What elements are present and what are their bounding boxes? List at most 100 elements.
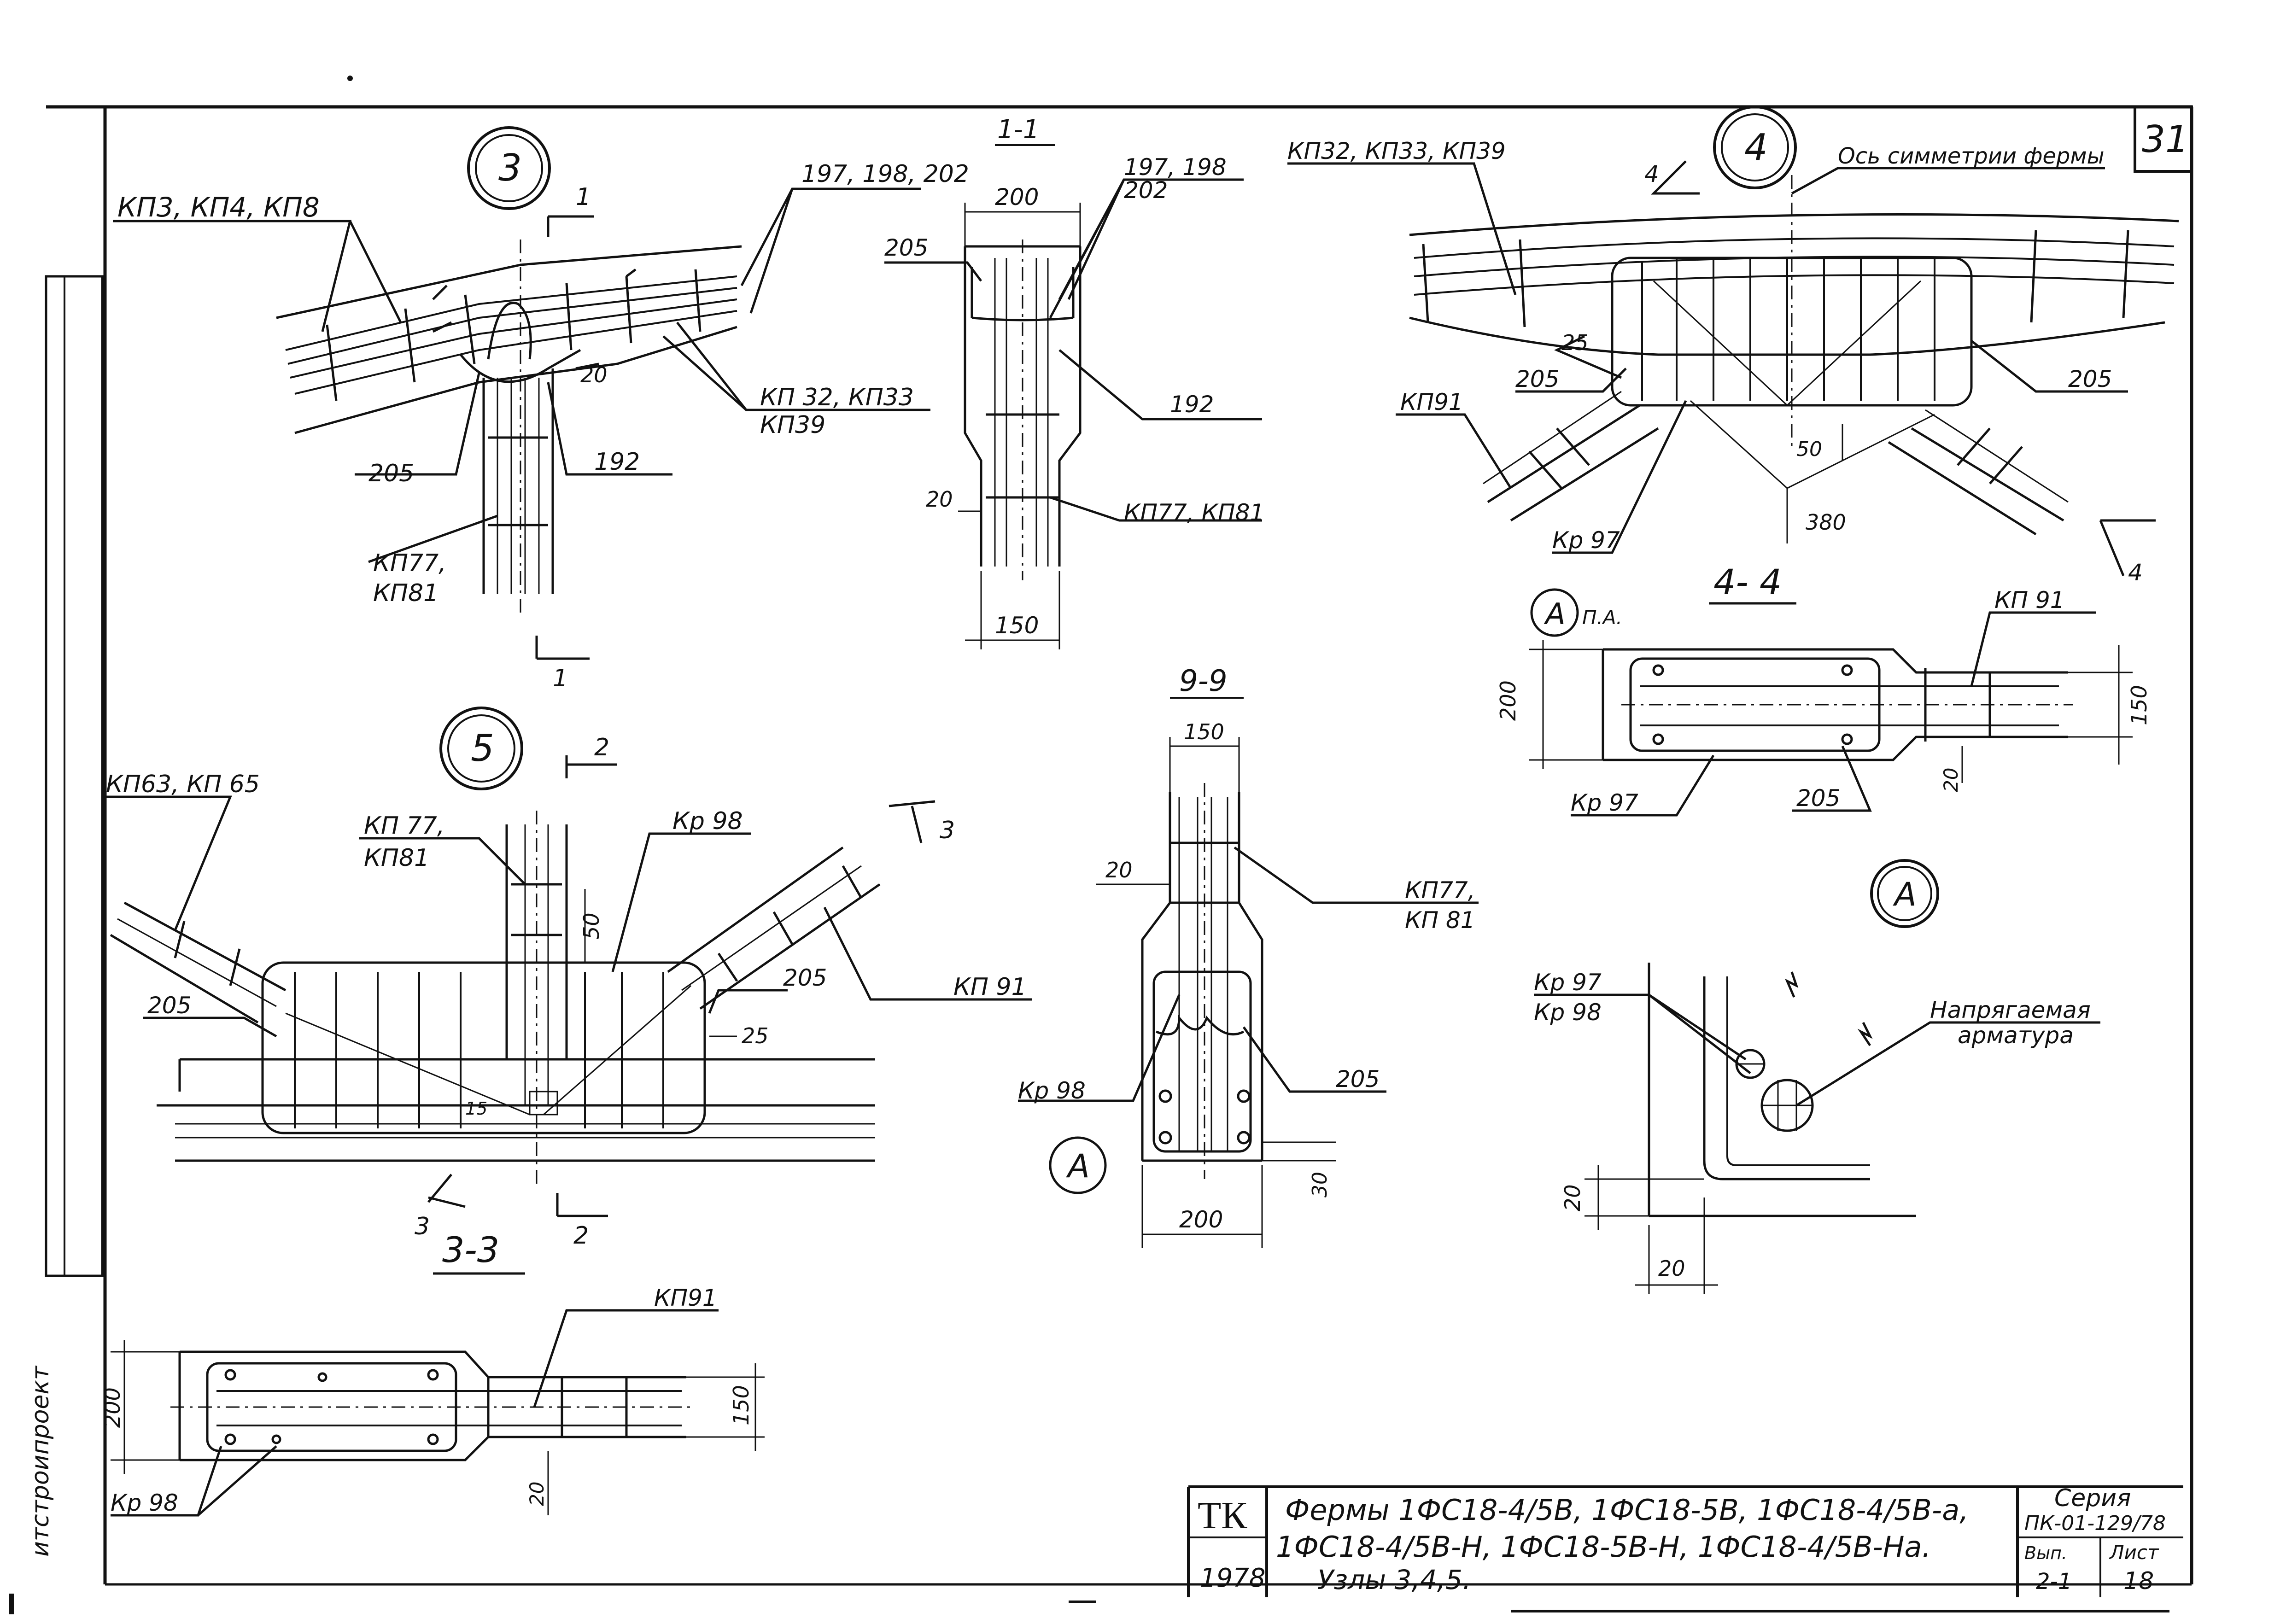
node4-cut-a: 4 [1644,161,1659,187]
label-kp3-kp4-kp8: КП3, КП4, КП8 [117,192,320,223]
node-4-drawing [1287,160,2179,576]
node5-label-kp77: КП 77, [364,812,444,840]
sheet-number: 31 [2142,118,2189,161]
node-3-drawing [113,187,930,660]
node-4-number: 4 [1744,126,1768,169]
node5-dim-50: 50 [579,912,604,940]
node5-label-25: 25 [742,1023,769,1048]
node4-dim-380: 380 [1806,510,1846,535]
sec11-label-197-198: 197, 198 [1124,154,1227,181]
sec99-label-kp77: КП77, [1405,877,1475,904]
title-block-series: ПК-01-129/78 [2024,1512,2166,1535]
title-block-issue: 2-1 [2036,1569,2072,1595]
node-5-drawing [106,755,1032,1217]
label-kp81: КП81 [373,579,439,607]
node5-label-kp81: КП81 [364,844,429,872]
title-block-issue-label: Вып. [2024,1543,2067,1563]
sec11-label-192: 192 [1170,391,1214,418]
node5-cut-2-bottom: 2 [573,1222,589,1250]
sec99-dim-150: 150 [1184,719,1224,744]
label-20: 20 [580,362,608,387]
sec99-dim-200: 200 [1179,1206,1223,1233]
sec99-label-kp81: КП 81 [1405,907,1475,934]
label-kp39: КП39 [760,411,825,439]
side-stamp: итстроипроект [4,1299,54,1557]
label-205: 205 [368,460,414,487]
detail-a1-letter: А [1544,597,1566,631]
label-192: 192 [594,448,640,476]
detail-a1-dim-150: 150 [2127,685,2152,725]
node4-label-kp91: КП91 [1400,389,1463,415]
node5-cut-3-bottom: 3 [415,1213,430,1240]
detail-a2-label-prestress-1: Напрягаемая [1930,997,2091,1023]
section-1-1-drawing [884,144,1262,649]
detail-a1-note: П.А. [1582,606,1622,629]
section-4-4-title: 4- 4 [1713,561,1782,602]
detail-a2-label-kr98: Кр 98 [1534,999,1602,1026]
title-block-line-1: Фермы 1ФС18-4/5В, 1ФС18-5В, 1ФС18-4/5В-а… [1285,1493,1969,1527]
node5-cut-2-top: 2 [594,734,609,761]
scan-artifacts [9,76,2169,1614]
node4-dim-50: 50 [1796,438,1822,461]
sec33-dim-150: 150 [729,1385,754,1425]
node5-label-kr98: Кр 98 [672,807,743,835]
sec99-label-205: 205 [1336,1066,1380,1092]
node5-cut-3-top: 3 [940,817,955,844]
cut-1-top: 1 [576,183,591,211]
detail-a-enlarged-marker: А [1870,859,1939,928]
node-5-marker: 5 [439,707,523,790]
sec99-label-kr98: Кр 98 [1018,1077,1086,1104]
detail-a2-dim-20-vertical: 20 [1560,1184,1585,1211]
sec99-marker-letter: А [1066,1147,1090,1185]
node4-cut-b: 4 [2128,559,2143,586]
detail-a-plan-drawing [1529,611,2133,817]
node-3-number: 3 [498,146,522,189]
node4-label-205-left: 205 [1515,366,1559,392]
node4-label-kr97: Кр 97 [1552,527,1620,554]
sec33-dim-20: 20 [526,1482,548,1506]
node5-label-kp63-kp65: КП63, КП 65 [106,771,260,798]
title-block-line-3: Узлы 3,4,5. [1317,1564,1471,1595]
node-3-marker: 3 [467,126,551,210]
section-1-1-title: 1-1 [997,115,1039,145]
sheet-frame [45,105,2193,1586]
node5-label-15: 15 [465,1098,487,1119]
sec11-dim-150: 150 [995,612,1039,639]
node4-label-25: 25 [1561,330,1589,355]
node-5-number: 5 [471,727,494,770]
section-9-9-title: 9-9 [1179,664,1228,698]
sec99-dim-20: 20 [1105,858,1133,882]
title-block-year: 1978 [1200,1563,1266,1593]
title-block-frame [1187,1485,2183,1597]
detail-a2-dim-20-horizontal: 20 [1658,1256,1685,1281]
detail-a2-letter: А [1893,876,1917,913]
node5-label-kp91: КП 91 [953,973,1027,1001]
cut-1-bottom: 1 [553,665,568,692]
title-block-line-2: 1ФС18-4/5В-Н, 1ФС18-5В-Н, 1ФС18-4/5В-На. [1276,1530,1931,1564]
section-3-3-title: 3-3 [442,1229,499,1270]
sec11-label-205: 205 [884,234,928,261]
section-3-3-plan-drawing [111,1309,765,1517]
node4-label-205-right: 205 [2068,366,2112,392]
label-kp32-kp33: КП 32, КП33 [760,384,914,411]
detail-a-plan-marker: А [1530,588,1579,637]
sec33-dim-200: 200 [100,1387,125,1428]
symmetry-axis-label: Ось симметрии фермы [1838,143,2104,169]
detail-a-enlarged-drawing [1534,963,2100,1294]
node4-label-kp32-kp33-kp39: КП32, КП33, КП39 [1287,138,1506,164]
sec11-label-202: 202 [1124,177,1168,204]
detail-a2-label-prestress-2: арматура [1958,1022,2074,1049]
node-4-marker: 4 [1713,105,1797,189]
label-197-198-202: 197, 198, 202 [801,160,969,188]
sec11-dim-200: 200 [995,184,1039,210]
title-block-sheet: 18 [2123,1567,2154,1595]
sec99-dim-30: 30 [1308,1172,1332,1198]
node5-label-205-left: 205 [147,992,191,1019]
label-kp77: КП77, [373,549,446,577]
sec33-label-kp91: КП91 [654,1285,717,1311]
section-9-9-drawing [1018,697,1479,1248]
detail-a1-label-kp91: КП 91 [1994,587,2065,613]
detail-a1-dim-20: 20 [1940,768,1962,792]
detail-a1-dim-200: 200 [1496,680,1520,721]
